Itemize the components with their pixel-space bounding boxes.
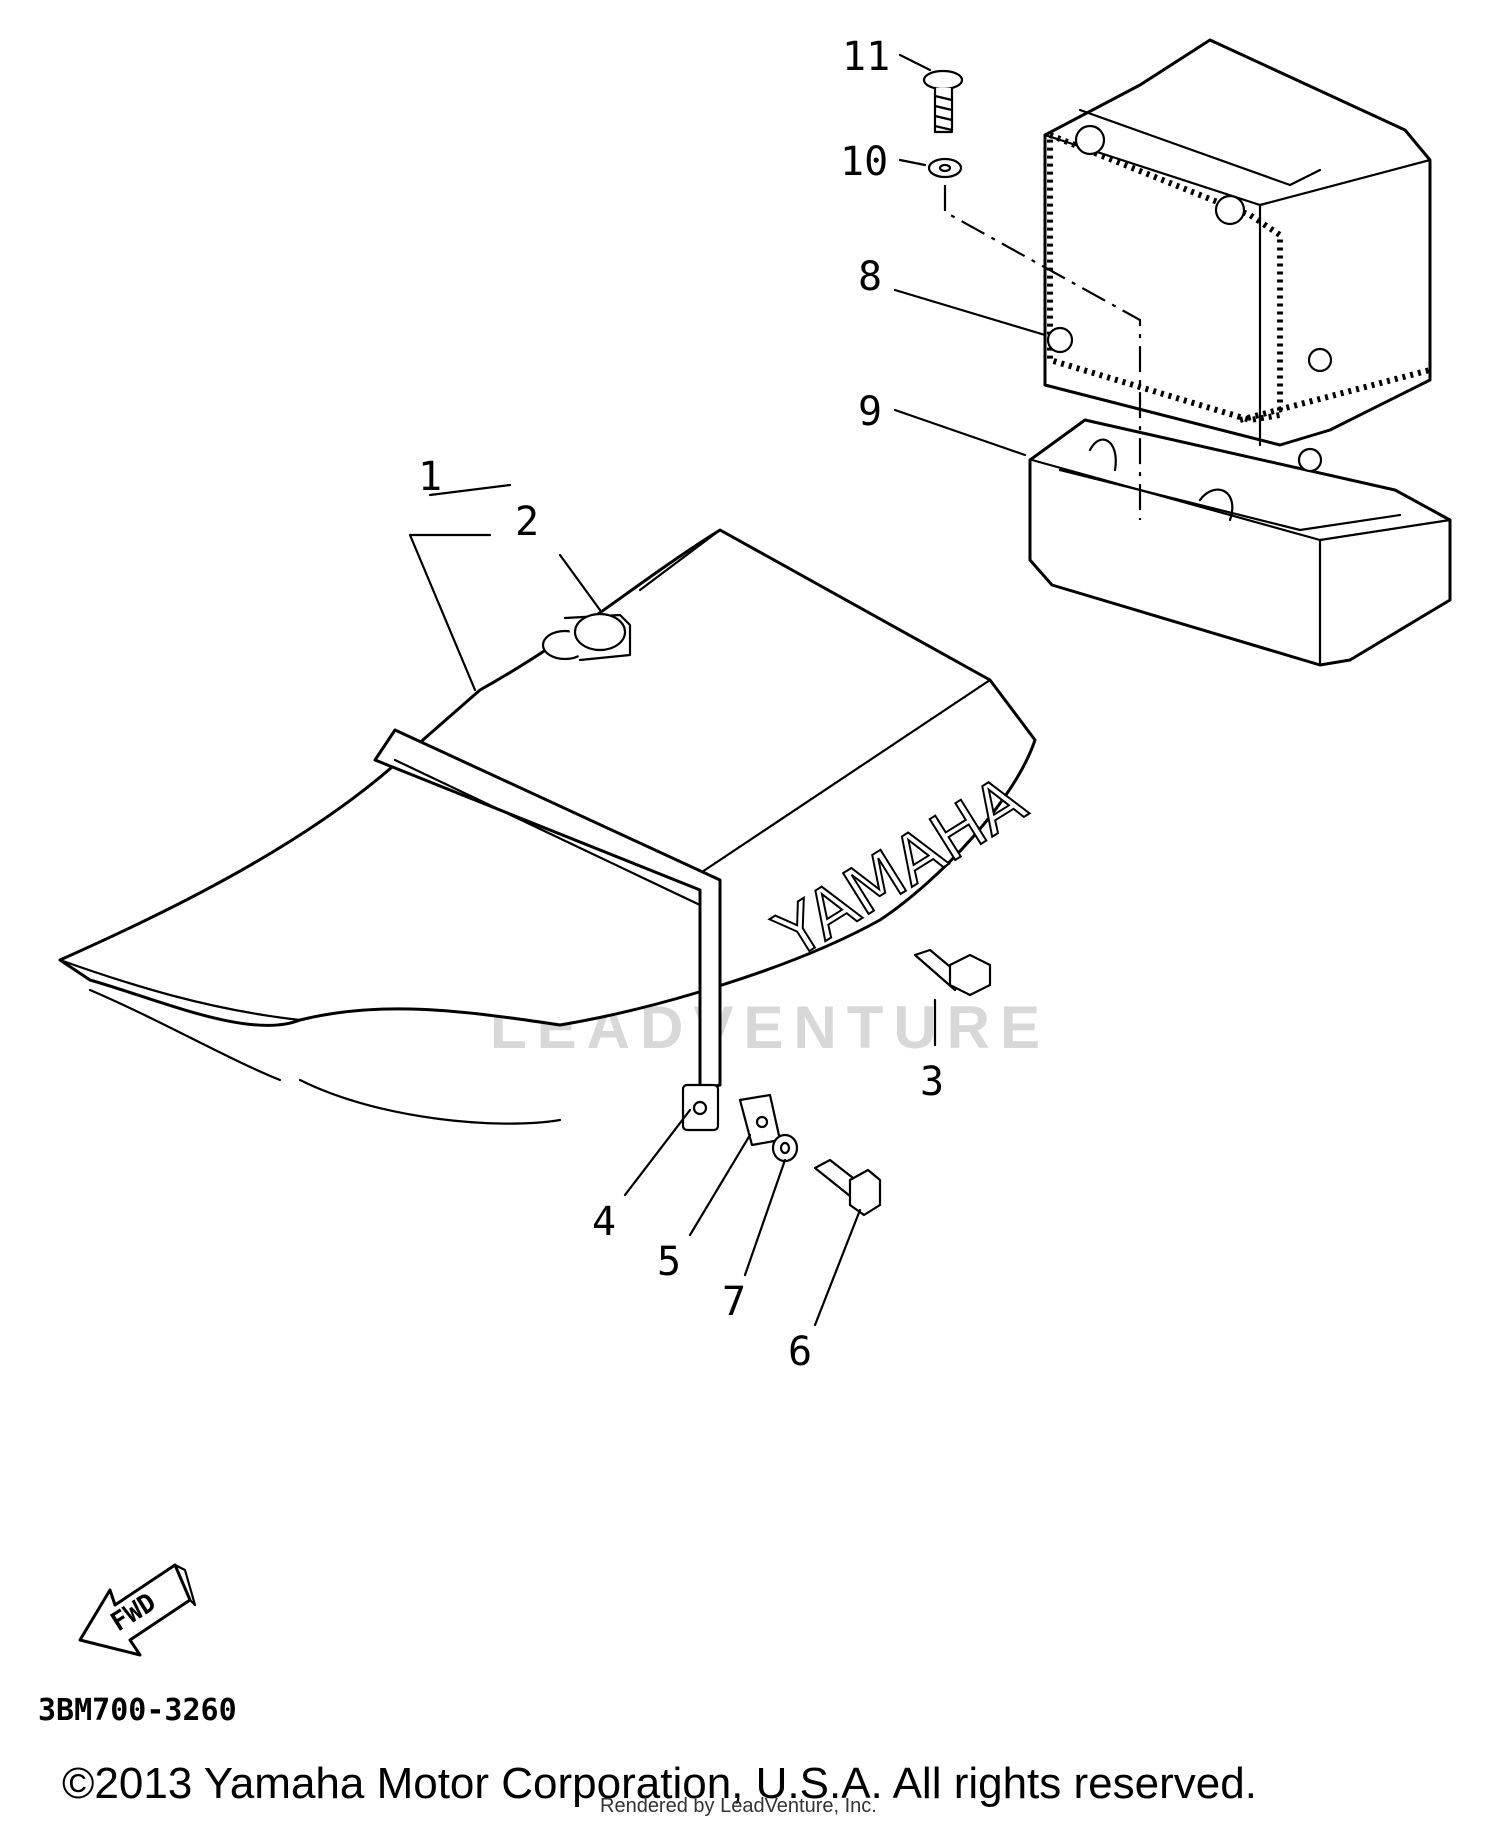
callouts: 1 2 3 4 5 6 7 8 9 10 11: [418, 34, 944, 1375]
copyright-text: ©2013 Yamaha Motor Corporation, U.S.A. A…: [62, 1759, 1257, 1808]
seat: YAMAHA: [58, 528, 1040, 1132]
forward-arrow-icon: FWD: [78, 1563, 197, 1657]
callout-6: 6: [788, 1329, 812, 1375]
callout-9: 9: [858, 389, 882, 435]
callout-3: 3: [920, 1059, 944, 1105]
washer-icon: [927, 157, 963, 179]
washer-small-icon: [771, 1133, 799, 1163]
callout-1: 1: [418, 454, 442, 500]
callout-10: 10: [840, 139, 888, 185]
clip-nut-icon: [738, 1093, 782, 1147]
cooler-box: [1028, 38, 1452, 667]
leader-lines: [408, 53, 1047, 1327]
callout-11: 11: [842, 34, 890, 80]
part-number: 3BM700-3260: [38, 1693, 237, 1728]
callout-4: 4: [592, 1199, 616, 1245]
screw-icon: [922, 69, 964, 134]
callout-8: 8: [858, 254, 882, 300]
callout-5: 5: [657, 1239, 681, 1285]
flange-bolt-icon: [913, 948, 992, 997]
bolt-icon: [813, 1158, 882, 1217]
callout-2: 2: [515, 499, 539, 545]
callout-7: 7: [722, 1279, 746, 1325]
rendered-by-text: Rendered by LeadVenture, Inc.: [600, 1795, 877, 1817]
